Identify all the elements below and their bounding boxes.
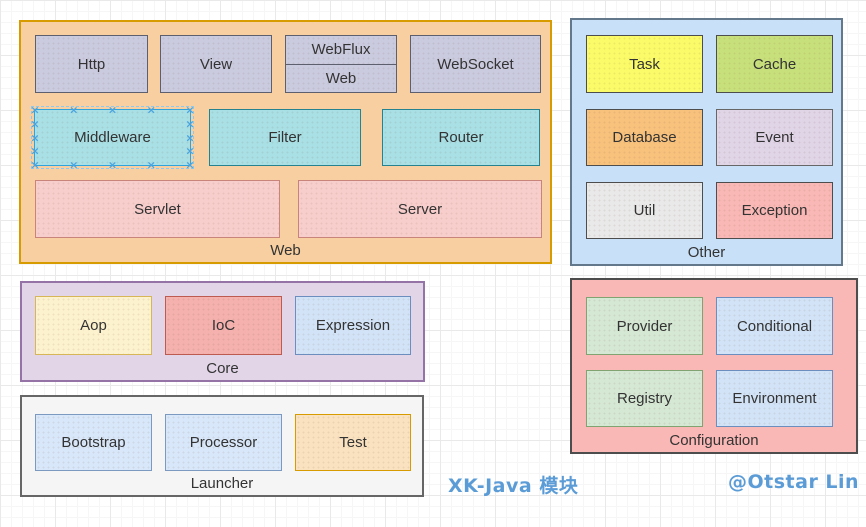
group-launcher-label: Launcher xyxy=(190,475,254,492)
node-registry[interactable]: Registry xyxy=(586,370,703,427)
node-router-label: Router xyxy=(438,129,484,146)
connection-point-icon: × xyxy=(30,131,40,144)
node-task[interactable]: Task xyxy=(586,35,703,93)
connection-point-icon: × xyxy=(69,158,79,172)
node-processor-label: Processor xyxy=(189,434,258,451)
node-database[interactable]: Database xyxy=(586,109,703,166)
node-websocket-label: WebSocket xyxy=(437,55,514,73)
group-core[interactable]: Aop IoC Expression Core xyxy=(20,281,425,382)
node-task-label: Task xyxy=(629,55,660,73)
node-filter[interactable]: Filter xyxy=(209,109,361,166)
connection-point-icon: × xyxy=(107,103,118,117)
node-exception-label: Exception xyxy=(741,202,808,219)
node-servlet-label: Servlet xyxy=(134,200,181,218)
author-credit-text[interactable]: @Otstar Lin xyxy=(728,471,860,493)
node-expression-label: Expression xyxy=(315,317,391,334)
diagram-title-text[interactable]: XK-Java 模块 xyxy=(448,475,579,497)
node-middleware[interactable]: Middleware ×××××××××××××××× xyxy=(30,105,195,171)
node-view[interactable]: View xyxy=(160,35,272,93)
connection-point-icon: × xyxy=(185,103,195,117)
node-provider-label: Provider xyxy=(616,317,673,335)
group-core-label: Core xyxy=(206,360,239,377)
node-middleware-label: Middleware xyxy=(74,129,151,146)
group-configuration[interactable]: Provider Conditional Registry Environmen… xyxy=(570,278,858,454)
node-web[interactable]: Web xyxy=(286,65,396,93)
node-bootstrap-label: Bootstrap xyxy=(61,434,126,451)
connection-point-icon: × xyxy=(30,158,40,172)
node-router[interactable]: Router xyxy=(382,109,540,166)
node-database-label: Database xyxy=(612,129,677,146)
node-view-label: View xyxy=(199,55,233,73)
node-server-label: Server xyxy=(397,200,443,218)
node-cache[interactable]: Cache xyxy=(716,35,833,93)
connection-point-icon: × xyxy=(185,131,195,144)
node-environment[interactable]: Environment xyxy=(716,370,833,427)
connection-point-icon: × xyxy=(69,103,79,117)
node-webflux[interactable]: WebFlux xyxy=(286,36,396,65)
node-conditional[interactable]: Conditional xyxy=(716,297,833,355)
node-bootstrap[interactable]: Bootstrap xyxy=(35,414,152,471)
node-web-label: Web xyxy=(325,69,357,87)
node-test-label: Test xyxy=(339,434,367,451)
connection-point-icon: × xyxy=(146,103,156,117)
node-webflux-label: WebFlux xyxy=(311,41,371,59)
node-util[interactable]: Util xyxy=(586,182,703,239)
connection-point-icon: × xyxy=(30,117,40,131)
node-aop-label: Aop xyxy=(80,317,107,334)
connection-point-icon: × xyxy=(185,117,195,131)
connection-point-icon: × xyxy=(185,144,195,158)
node-server[interactable]: Server xyxy=(298,180,542,238)
node-servlet[interactable]: Servlet xyxy=(35,180,280,238)
group-configuration-label: Configuration xyxy=(669,432,759,449)
group-launcher[interactable]: Bootstrap Processor Test Launcher xyxy=(20,395,424,497)
connection-point-icon: × xyxy=(107,158,118,172)
node-webflux-web-stack[interactable]: WebFlux Web xyxy=(285,35,397,93)
node-registry-label: Registry xyxy=(616,390,672,407)
node-filter-label: Filter xyxy=(268,129,302,146)
connection-point-icon: × xyxy=(30,103,40,117)
node-ioc-label: IoC xyxy=(211,317,236,334)
group-other[interactable]: Task Cache Database Event Util Exception… xyxy=(570,18,843,266)
group-web[interactable]: Http View WebFlux Web WebSocket Middlewa… xyxy=(19,20,552,264)
node-cache-label: Cache xyxy=(752,55,797,73)
node-aop[interactable]: Aop xyxy=(35,296,152,355)
node-processor[interactable]: Processor xyxy=(165,414,282,471)
connection-point-icon: × xyxy=(146,158,156,172)
node-event[interactable]: Event xyxy=(716,109,833,166)
node-test[interactable]: Test xyxy=(295,414,411,471)
node-expression[interactable]: Expression xyxy=(295,296,411,355)
node-exception[interactable]: Exception xyxy=(716,182,833,239)
connection-point-icon: × xyxy=(185,158,195,172)
node-conditional-label: Conditional xyxy=(736,317,813,335)
node-event-label: Event xyxy=(755,129,794,146)
group-other-label: Other xyxy=(687,244,726,261)
node-http-label: Http xyxy=(77,55,106,73)
node-ioc[interactable]: IoC xyxy=(165,296,282,355)
node-provider[interactable]: Provider xyxy=(586,297,703,355)
node-http[interactable]: Http xyxy=(35,35,148,93)
node-util-label: Util xyxy=(633,202,656,219)
group-web-label: Web xyxy=(270,242,301,259)
node-websocket[interactable]: WebSocket xyxy=(410,35,541,93)
node-environment-label: Environment xyxy=(732,390,817,407)
connection-point-icon: × xyxy=(30,144,40,158)
